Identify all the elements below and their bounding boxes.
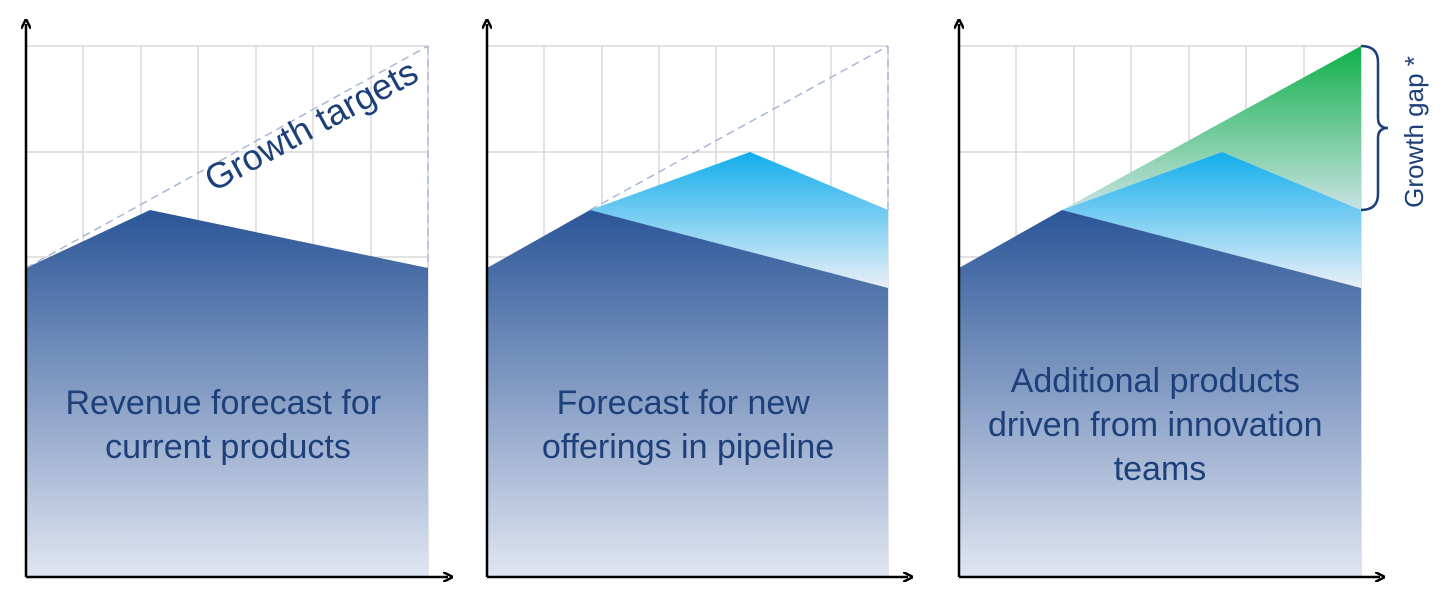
panel-1-label: Revenue forecast for current products — [65, 384, 390, 466]
growth-gap-bracket — [1360, 44, 1389, 212]
growth-targets-label: Growth targets — [198, 51, 425, 200]
panel-2-label: Forecast for new offerings in pipeline — [542, 384, 834, 466]
pipeline-area — [590, 152, 888, 288]
innovation-area — [1062, 46, 1361, 210]
panel-2: Forecast for new offerings in pipeline — [487, 24, 908, 577]
panel-3-label: Additional products driven from innovati… — [988, 362, 1332, 488]
axes — [26, 24, 448, 577]
panel-1: Growth targets Revenue forecast for curr… — [26, 24, 448, 577]
growth-gap-label: Growth gap * — [1399, 56, 1429, 208]
growth-targets-line — [25, 45, 429, 269]
growth-targets-line — [589, 45, 889, 211]
current-products-area — [959, 210, 1361, 577]
panel-3: Growth gap * Additional products driven … — [959, 24, 1429, 577]
pipeline-area — [1062, 152, 1361, 288]
axes — [959, 24, 1380, 577]
axes — [487, 24, 908, 577]
current-products-area — [487, 210, 888, 577]
current-products-area — [26, 210, 428, 577]
